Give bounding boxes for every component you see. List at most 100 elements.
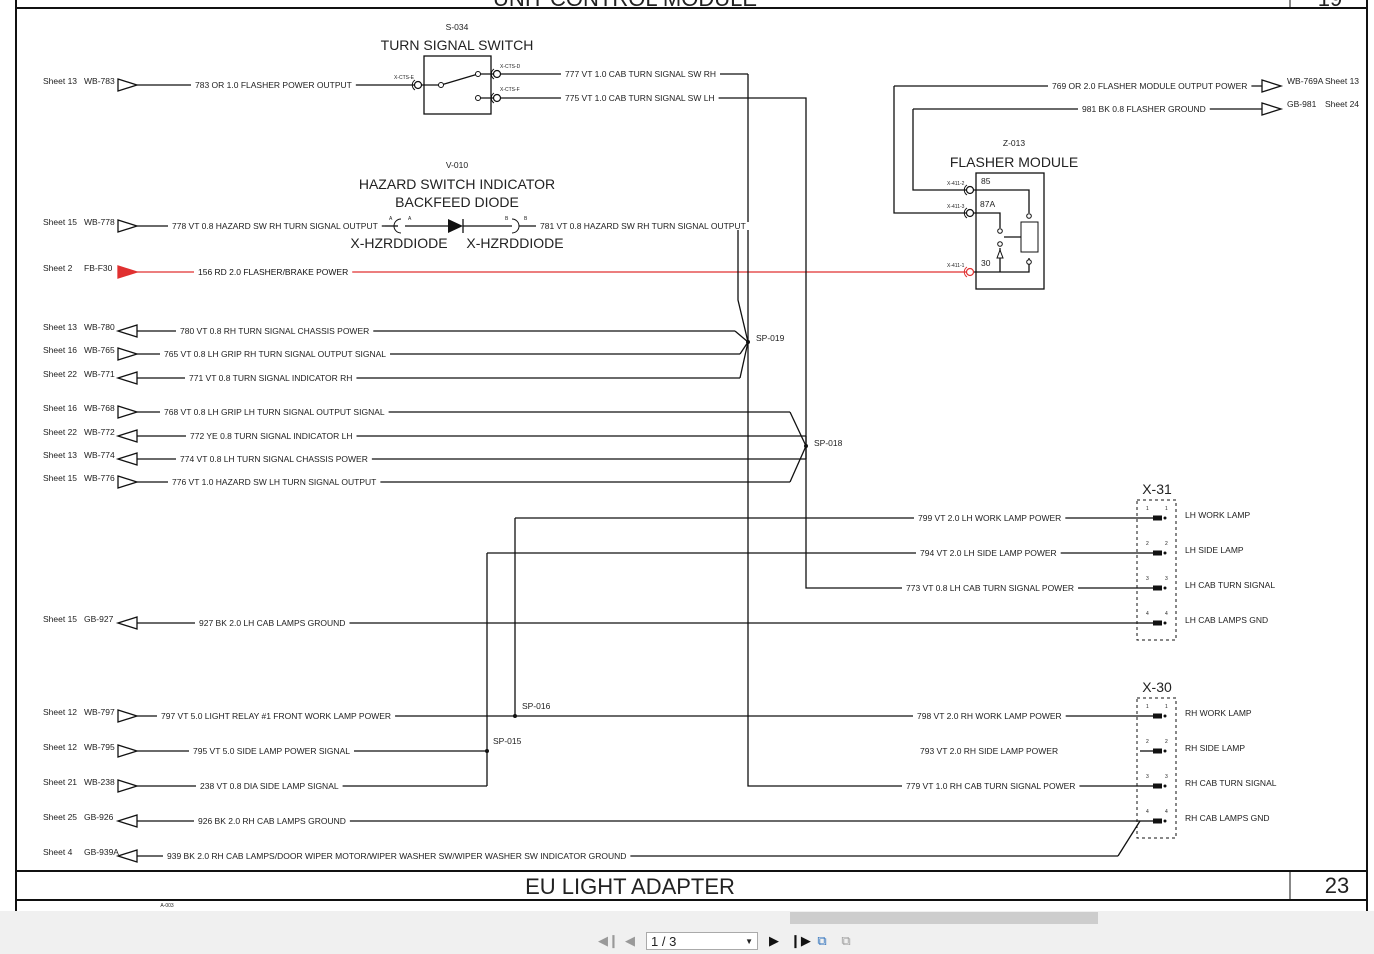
- pin-label: B: [505, 216, 509, 222]
- next-page-icon[interactable]: ▶: [769, 933, 779, 948]
- connector-label: X-HZRDDIODE: [350, 235, 447, 251]
- wire-label: 777 VT 1.0 CAB TURN SIGNAL SW RH: [565, 69, 716, 79]
- connector-pin-label: LH WORK LAMP: [1185, 510, 1251, 520]
- switch-contact: [475, 71, 481, 77]
- connector-id: WB-795: [84, 742, 115, 752]
- output-arrow-icon: [1261, 79, 1284, 93]
- splice-label: SP-018: [814, 438, 843, 448]
- pin-terminal: [1153, 550, 1162, 556]
- pin-x-411-2-arc: [963, 184, 968, 196]
- label-gap: [914, 514, 1066, 522]
- wire-779: [747, 74, 1140, 787]
- connector-pin-label: LH SIDE LAMP: [1185, 545, 1244, 555]
- label-gap: [163, 852, 631, 860]
- pin-terminal: [1153, 585, 1162, 591]
- connector-sheet-ref: Sheet 25: [43, 812, 77, 822]
- connector-sheet-ref: Sheet 24: [1325, 99, 1359, 109]
- label-gap: [160, 350, 391, 358]
- label-gap: [168, 222, 382, 230]
- input-arrow-icon: [115, 324, 138, 338]
- connector-x-30-body: [1136, 697, 1177, 839]
- prev-page-icon[interactable]: ◀: [625, 933, 635, 948]
- wire: [974, 212, 1001, 228]
- output-arrow-icon: [117, 779, 140, 793]
- pin-number: 3: [1146, 576, 1149, 582]
- relay-arrow-icon: [996, 248, 1004, 259]
- pin-label: X-CTS-F: [500, 87, 520, 93]
- connector-sheet-ref: Sheet 13: [43, 322, 77, 332]
- pin-number: 4: [1146, 809, 1149, 815]
- sheet-reference: A-003: [160, 903, 174, 909]
- page-display: 1 / 3: [651, 933, 677, 949]
- pin-number: 3: [1146, 774, 1149, 780]
- pin-terminal: [1153, 713, 1162, 719]
- wire-981: [912, 109, 966, 191]
- last-page-icon[interactable]: ❙▶: [790, 933, 811, 948]
- wire-label: 798 VT 2.0 RH WORK LAMP POWER: [917, 711, 1062, 721]
- wire-label: 778 VT 0.8 HAZARD SW RH TURN SIGNAL OUTP…: [172, 221, 378, 231]
- connector-sheet-ref: Sheet 22: [43, 427, 77, 437]
- connector-pin-label: LH CAB LAMPS GND: [1185, 615, 1268, 625]
- connector-sheet-ref: Sheet 12: [43, 707, 77, 717]
- connector-sheet-ref: Sheet 16: [43, 345, 77, 355]
- output-arrow-icon: [1261, 102, 1284, 116]
- connector-sheet-ref: Sheet 13: [1325, 76, 1359, 86]
- power-input-arrow-icon: [117, 265, 140, 279]
- two-page-icon[interactable]: ⧉: [841, 933, 851, 948]
- page-selector[interactable]: 1 / 3 ▼: [646, 932, 758, 950]
- connector-sheet-ref: Sheet 15: [43, 217, 77, 227]
- output-arrow-icon: [117, 709, 140, 723]
- pin-terminal: [1153, 783, 1162, 789]
- pin-number: 1: [1146, 506, 1149, 512]
- pin-x-cts-d: [492, 69, 502, 79]
- splice-branch: [789, 445, 807, 483]
- pin-number: 1: [1146, 704, 1149, 710]
- sheet-title: EU LIGHT ADAPTER: [525, 874, 735, 899]
- wire-label: 238 VT 0.8 DIA SIDE LAMP SIGNAL: [200, 781, 339, 791]
- label-gap: [168, 478, 381, 486]
- pin-label: X-411-2: [947, 181, 965, 187]
- splice-branch: [739, 341, 749, 379]
- output-arrow-icon: [117, 405, 140, 419]
- pin-x-411-3-arc: [963, 207, 968, 219]
- input-arrow-icon: [115, 429, 138, 443]
- connector-sheet-ref: Sheet 12: [43, 742, 77, 752]
- pin-number: 3: [1165, 576, 1168, 582]
- pin-x-411-3: [965, 208, 975, 218]
- input-arrow-icon: [115, 616, 138, 630]
- splice-branch: [789, 411, 807, 447]
- horizontal-scrollbar-thumb[interactable]: [790, 912, 1098, 924]
- pin-x-cts-f: [492, 93, 502, 103]
- wire-label: 765 VT 0.8 LH GRIP RH TURN SIGNAL OUTPUT…: [164, 349, 386, 359]
- wire-769: [893, 86, 966, 214]
- input-arrow-icon: [115, 452, 138, 466]
- pin-label: A: [389, 216, 393, 222]
- connector-id: WB-772: [84, 427, 115, 437]
- wire-label: 156 RD 2.0 FLASHER/BRAKE POWER: [198, 267, 348, 277]
- output-arrow-icon: [117, 78, 140, 92]
- first-page-icon[interactable]: ◀❙: [598, 933, 619, 948]
- wire-label: 794 VT 2.0 LH SIDE LAMP POWER: [920, 548, 1057, 558]
- connector-id: GB-981: [1287, 99, 1317, 109]
- label-gap: [176, 327, 374, 335]
- label-gap: [185, 374, 357, 382]
- pin-number: 4: [1146, 611, 1149, 617]
- splice-branch: [739, 341, 749, 355]
- connector-sheet-ref: Sheet 13: [43, 76, 77, 86]
- input-arrow-icon: [115, 849, 138, 863]
- pin-number: 1: [1165, 506, 1168, 512]
- wire-label: 795 VT 5.0 SIDE LAMP POWER SIGNAL: [193, 746, 350, 756]
- label-gap: [194, 817, 350, 825]
- connector-pin-label: LH CAB TURN SIGNAL: [1185, 580, 1275, 590]
- connector-id: WB-769A: [1287, 76, 1324, 86]
- component-title: FLASHER MODULE: [950, 154, 1078, 170]
- pin-x-411-1-arc: [963, 266, 968, 278]
- label-gap: [916, 747, 1063, 755]
- fit-page-icon[interactable]: ⧉: [817, 933, 827, 948]
- pin-dot: [1163, 819, 1167, 823]
- connector-id: GB-927: [84, 614, 114, 624]
- pin-dot: [1163, 784, 1167, 788]
- switch-contact: [475, 95, 481, 101]
- label-gap: [195, 619, 350, 627]
- component-title: TURN SIGNAL SWITCH: [381, 37, 534, 53]
